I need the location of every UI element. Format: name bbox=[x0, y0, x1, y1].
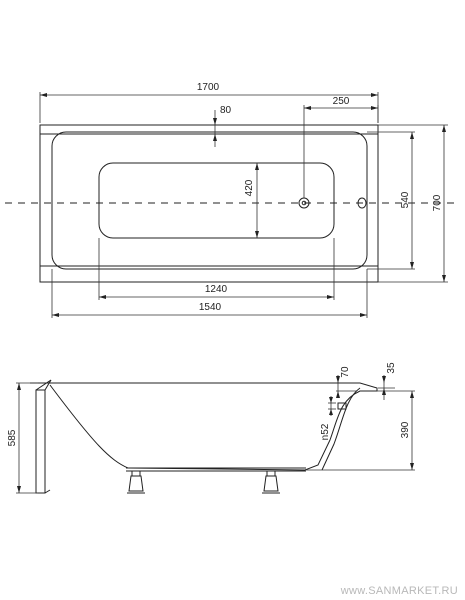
top-view: 1700 80 250 420 540 700 bbox=[5, 82, 458, 318]
dim-rim-top: 35 bbox=[386, 362, 397, 374]
dim-inner-length: 1540 bbox=[199, 302, 222, 313]
overflow-icon bbox=[357, 197, 367, 209]
tub-side-profile bbox=[30, 382, 378, 471]
dim-total-length: 1700 bbox=[197, 82, 220, 93]
dim-wall-offset: 80 bbox=[220, 105, 232, 116]
dim-basin-width: 420 bbox=[244, 179, 255, 196]
support-leg-left bbox=[127, 470, 145, 494]
dim-inner-width: 540 bbox=[400, 191, 411, 208]
tub-outer-outline bbox=[39, 124, 379, 283]
support-leg-right bbox=[262, 470, 280, 494]
dim-total-width: 700 bbox=[432, 194, 443, 211]
dim-drain-offset: 250 bbox=[333, 96, 350, 107]
basin-floor-outline bbox=[98, 162, 335, 239]
front-panel bbox=[35, 389, 46, 494]
dim-overflow-diameter: n52 bbox=[320, 423, 331, 440]
watermark: www.SANMARKET.RU bbox=[340, 585, 458, 597]
dim-depth: 390 bbox=[400, 421, 411, 438]
dim-height: 585 bbox=[7, 429, 18, 446]
dim-basin-length: 1240 bbox=[205, 284, 228, 295]
overflow-fitting bbox=[337, 402, 347, 410]
dim-rim-thickness: 70 bbox=[340, 366, 351, 378]
side-view: 585 70 n52 35 390 bbox=[7, 362, 415, 494]
tub-inner-outline bbox=[51, 131, 368, 270]
